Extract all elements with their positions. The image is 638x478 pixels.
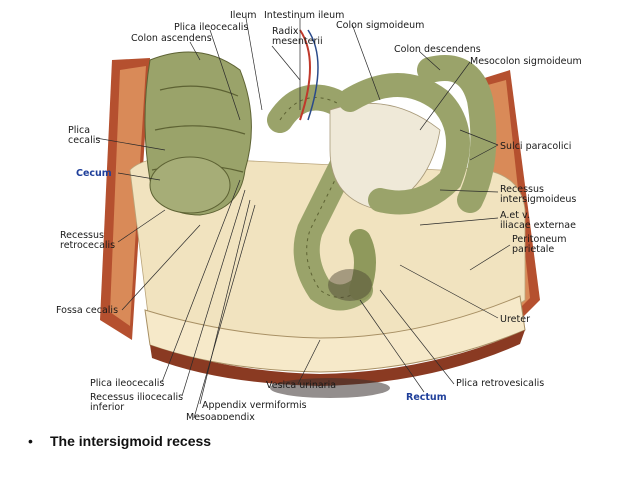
label-mesoappendix: Mesoappendix: [186, 412, 255, 420]
label-retrocecalis: retrocecalis: [60, 240, 115, 251]
cecum: [149, 156, 231, 214]
radix-mesenterii-vein: [307, 29, 319, 121]
label-plica-ileocecalis-bottom: Plica ileocecalis: [90, 378, 164, 389]
leader-cecum: [117, 172, 161, 181]
label-plica: Plica: [68, 125, 90, 136]
leader-sulci-1: [459, 129, 499, 146]
caption-text: The intersigmoid recess: [50, 433, 212, 449]
leader-colon-sigmoideum: [351, 23, 381, 101]
label-ileum: Ileum: [230, 10, 257, 21]
leader-peritoneum: [469, 244, 511, 271]
leader-radix: [271, 45, 301, 81]
leader-plica-ileocecalis-top: [209, 29, 241, 121]
label-colon-descendens: Colon descendens: [394, 44, 481, 55]
label-vesica-urinaria: Vesica urinaria: [266, 380, 336, 391]
label-cecum: Cecum: [76, 168, 112, 179]
leader-ileum: [245, 17, 263, 111]
leader-retrocecalis: [117, 209, 166, 243]
colon-descendens: [417, 55, 497, 213]
leader-appendix: [199, 199, 251, 405]
leader-aetv: [419, 217, 499, 226]
leader-plica-ileocecalis-bottom: [161, 179, 241, 383]
anatomy-drawing: [100, 29, 540, 398]
label-colon-sigmoideum: Colon sigmoideum: [336, 20, 424, 31]
pubic-hair-area: [270, 378, 390, 398]
label-fossa-cecalis: Fossa cecalis: [56, 305, 118, 316]
label-mesocolon-sigmoideum: Mesocolon sigmoideum: [470, 56, 582, 67]
leader-fossa-cecalis: [121, 224, 201, 311]
label-aet-v: A.et v.: [500, 210, 530, 221]
leader-sulci-2: [469, 144, 499, 161]
label-plica-ileocecalis-top: Plica ileocecalis: [174, 22, 248, 33]
label-iliacae-externae: iliacae externae: [500, 220, 576, 231]
leader-rectum: [359, 299, 425, 393]
leader-recessus-intersigmoideus: [439, 189, 499, 193]
leader-plica-retrovesicalis: [379, 289, 455, 385]
colon-sigmoideum: [338, 73, 470, 215]
intestinum-ileum-outline: [279, 97, 361, 298]
mesocolon-sigmoideum: [329, 102, 441, 211]
caption-bullet-line: • The intersigmoid recess: [28, 430, 211, 452]
label-inferior: inferior: [90, 402, 124, 413]
label-cecalis: cecalis: [68, 135, 100, 146]
rectum: [349, 229, 376, 301]
label-recessus-1: Recessus: [500, 184, 544, 195]
anatomical-illustration: Ileum Intestinum ileum Plica ileocecalis…: [56, 10, 582, 420]
label-intersigmoideus: intersigmoideus: [500, 194, 576, 205]
label-ureter: Ureter: [500, 314, 530, 325]
label-rectum: Rectum: [406, 392, 447, 403]
bullet-marker: •: [28, 433, 33, 449]
label-parietale: parietale: [512, 244, 554, 255]
radix-mesenterii: [299, 29, 311, 121]
leader-vesica-urinaria: [297, 339, 321, 385]
left-wall-fascia: [110, 66, 146, 326]
label-peritoneum: Peritoneum: [512, 234, 566, 245]
leader-lines: [95, 17, 511, 419]
label-recessus-2: Recessus: [60, 230, 104, 241]
leader-plica-cecalis: [95, 137, 166, 151]
label-plica-retrovesicalis: Plica retrovesicalis: [456, 378, 544, 389]
label-intestinum-ileum: Intestinum ileum: [264, 10, 344, 21]
leader-recessus-iliocecalis: [181, 189, 246, 397]
anterior-flap-cut-edge: [150, 330, 525, 386]
leader-mesoappendix: [193, 204, 256, 419]
leader-colon-descendens: [419, 51, 441, 71]
label-appendix-vermiformis: Appendix vermiformis: [202, 400, 307, 411]
labels: Ileum Intestinum ileum Plica ileocecalis…: [56, 10, 582, 420]
label-radix: Radix: [272, 26, 299, 37]
colon-haustra-1: [159, 85, 239, 97]
leader-mesocolon: [419, 61, 471, 131]
rectovesical-pouch: [328, 269, 372, 301]
label-recessus-iliocecalis: Recessus iliocecalis: [90, 392, 183, 403]
colon-haustra-2: [154, 125, 246, 135]
label-mesenterii: mesenterii: [272, 36, 323, 47]
label-colon-ascendens: Colon ascendens: [131, 33, 212, 44]
leader-ureter: [399, 264, 499, 319]
leader-colon-ascendens: [189, 41, 201, 61]
label-sulci-paracolici: Sulci paracolici: [500, 141, 571, 152]
